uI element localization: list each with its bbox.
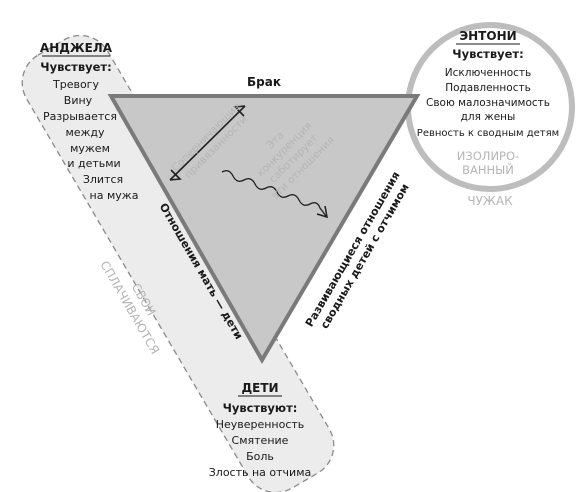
- anthony-feeling: Исключенность: [445, 67, 531, 79]
- anjela-feeling: мужем: [70, 142, 110, 155]
- marriage-label: Брак: [247, 75, 281, 89]
- children-feeling: Смятение: [232, 434, 289, 447]
- anthony-feeling: Ревность к сводным детям: [417, 128, 559, 139]
- anjela-feeling: Разрывается: [43, 110, 117, 123]
- sabotage-wavy-arrow: [221, 170, 328, 219]
- anjela-feeling: Вину: [64, 94, 93, 107]
- anthony-block: ЭНТОНИ Чувствует: Исключенность Подавлен…: [417, 29, 559, 208]
- children-feeling: Боль: [246, 450, 274, 463]
- anjela-name: АНДЖЕЛА: [40, 41, 113, 55]
- children-block: ДЕТИ Чувствуют: Неуверенность Смятение Б…: [209, 381, 312, 479]
- anjela-feeling: на мужа: [90, 189, 139, 202]
- anjela-block: АНДЖЕЛА Чувствует: Тревогу Вину Разрывае…: [40, 41, 139, 202]
- anthony-feeling: Подавленность: [445, 82, 531, 94]
- children-feeling: Неуверенность: [216, 418, 305, 431]
- anthony-feels-label: Чувствует:: [452, 47, 523, 61]
- anjela-feeling: и детьми: [67, 157, 120, 170]
- anthony-feeling: Свою малозначимость: [426, 97, 550, 109]
- children-feeling: Злость на отчима: [209, 466, 312, 479]
- children-name: ДЕТИ: [241, 381, 278, 395]
- anthony-name: ЭНТОНИ: [459, 29, 516, 43]
- anthony-feeling: для жены: [461, 111, 516, 123]
- anjela-feeling: Злится: [83, 173, 123, 186]
- anthony-status-line-2: ВАННЫЙ: [462, 162, 514, 177]
- insiders-band: [21, 34, 335, 492]
- anjela-feels-label: Чувствует:: [40, 60, 111, 74]
- competing-attachments-arrow: [169, 105, 246, 181]
- anjela-feeling: Тревогу: [52, 78, 99, 91]
- anthony-status-line-1: ИЗОЛИРО-: [457, 149, 519, 163]
- children-feels-label: Чувствуют:: [223, 401, 298, 415]
- outsider-label: ЧУЖАК: [467, 194, 513, 208]
- anjela-feeling: между: [65, 126, 105, 139]
